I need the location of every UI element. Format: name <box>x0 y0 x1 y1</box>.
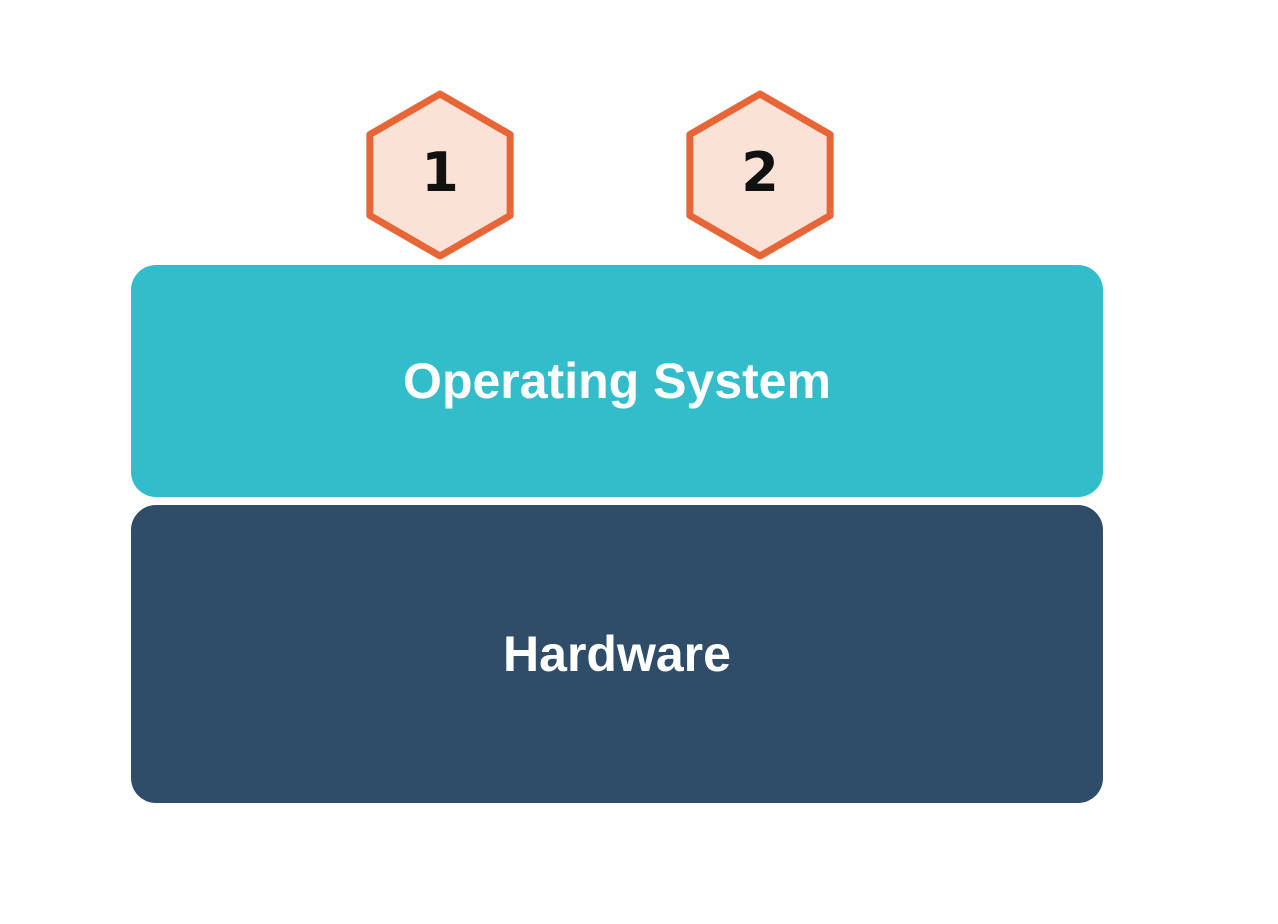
hexagon-icon <box>686 90 834 260</box>
layer-hardware: Hardware <box>131 505 1103 803</box>
layer-label: Hardware <box>503 626 731 682</box>
hexagon-shape <box>686 90 834 260</box>
step-badge-2: 2 <box>686 90 834 260</box>
step-number: 1 <box>421 141 459 204</box>
step-badge-1: 1 <box>366 90 514 260</box>
step-number: 2 <box>741 141 779 204</box>
layer-operating-system: Operating System <box>131 265 1103 497</box>
hexagon-icon <box>366 90 514 260</box>
layer-label: Operating System <box>403 353 831 409</box>
hexagon-shape <box>366 90 514 260</box>
